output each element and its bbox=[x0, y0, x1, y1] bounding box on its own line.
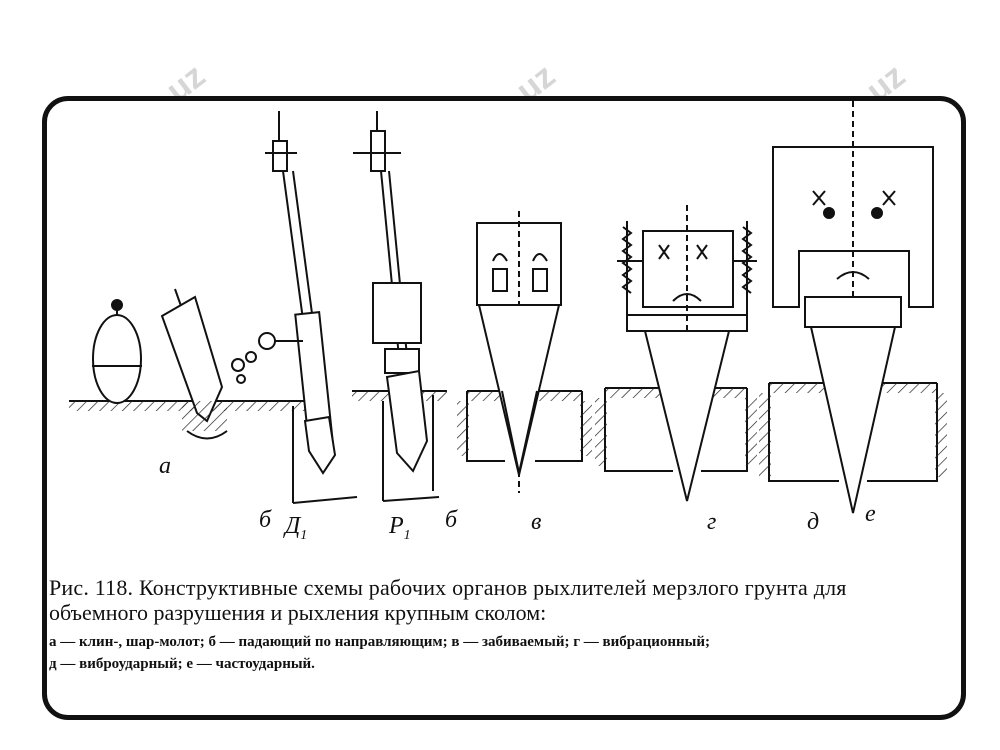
guided-ripper-b bbox=[258, 111, 358, 504]
guided-ripper-b1 bbox=[353, 111, 440, 502]
caption-title-line1: Рис. 118. Конструктивные схемы рабочих о… bbox=[49, 575, 847, 600]
label-a: а bbox=[159, 453, 171, 479]
figure-caption: Рис. 118. Конструктивные схемы рабочих о… bbox=[49, 575, 961, 675]
label-d: д bbox=[807, 509, 820, 535]
wedge-hammer-a bbox=[160, 288, 257, 440]
caption-legend-line2: д — виброударный; е — частоударный. bbox=[49, 656, 315, 672]
impact-ripper-e bbox=[759, 101, 947, 514]
label-b-alt: б bbox=[445, 507, 458, 533]
ball-hammer-a bbox=[92, 299, 142, 404]
label-b: б bbox=[259, 507, 272, 533]
label-d1-sub: 1 bbox=[300, 527, 308, 543]
label-g: г bbox=[707, 509, 717, 535]
vibratory-ripper-g bbox=[595, 205, 757, 502]
label-r1-sub: 1 bbox=[403, 527, 411, 543]
caption-legend-line1: а — клин-, шар-молот; б — падающий по на… bbox=[49, 634, 711, 650]
figure-frame: а б Д1 Р1 б в г д е Рис. 118. Конструкти… bbox=[42, 96, 966, 720]
label-d1-letter: Д bbox=[285, 513, 301, 539]
label-r1: Р1 bbox=[389, 513, 411, 544]
label-d1: Д1 bbox=[285, 513, 307, 544]
label-v: в bbox=[531, 509, 542, 535]
label-r1-letter: Р bbox=[389, 513, 404, 539]
label-e: е bbox=[865, 501, 876, 527]
driven-wedge-v bbox=[457, 211, 592, 493]
caption-title-line2: объемного разрушения и рыхления крупным … bbox=[49, 600, 547, 625]
rippers-diagram bbox=[69, 101, 947, 514]
